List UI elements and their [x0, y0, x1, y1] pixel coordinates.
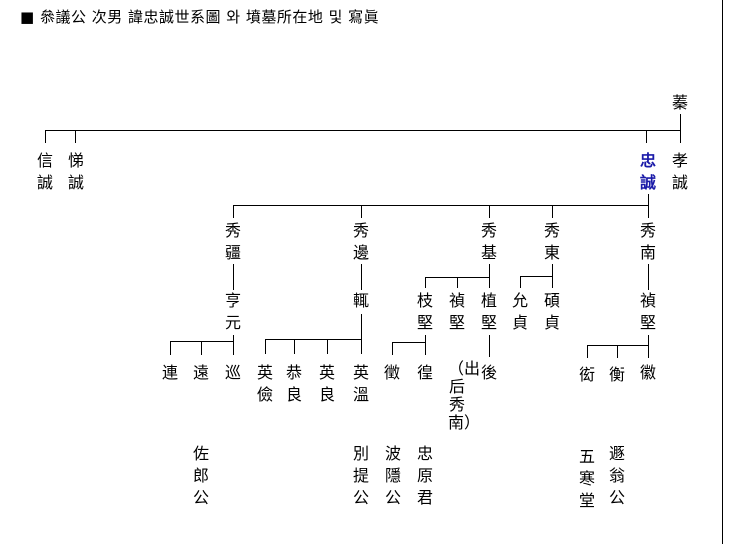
- connector: [170, 341, 171, 355]
- connector: [552, 276, 553, 288]
- person-gen2: 信誠: [36, 151, 53, 192]
- person-gen5: 連: [161, 363, 178, 382]
- person-gen5: 徽: [639, 363, 656, 382]
- connector: [489, 335, 490, 357]
- person-gen4: 輒: [352, 291, 369, 310]
- connector: [552, 264, 553, 277]
- connector: [361, 314, 362, 354]
- person-gen2: 孝誠: [671, 151, 688, 192]
- person-gen4: 枝堅: [416, 291, 433, 332]
- person-gen3: 秀疆: [224, 221, 241, 262]
- connector: [233, 264, 234, 290]
- connector: [489, 277, 490, 288]
- person-gen5: 徵: [383, 363, 400, 382]
- connector: [392, 342, 393, 355]
- connector: [75, 130, 76, 143]
- honorific-title: 忠原君: [416, 444, 433, 507]
- connector: [648, 194, 649, 206]
- connector: [680, 114, 681, 131]
- connector: [520, 276, 521, 288]
- person-gen3: 秀東: [543, 221, 560, 262]
- honorific-title: 別提公: [352, 444, 369, 507]
- connector: [648, 205, 649, 218]
- connector: [425, 277, 426, 288]
- connector: [294, 339, 295, 354]
- person-gen3: 秀邊: [352, 221, 369, 262]
- connector: [45, 130, 681, 131]
- connector: [680, 130, 681, 143]
- honorific-title: 波隱公: [384, 444, 401, 507]
- connector: [587, 345, 649, 346]
- person-gen3: 秀基: [480, 221, 497, 262]
- person-gen4: 允貞: [511, 291, 528, 332]
- connector: [233, 335, 234, 355]
- person-gen2: 悌誠: [67, 151, 84, 192]
- connector: [361, 205, 362, 218]
- connector: [233, 205, 649, 206]
- connector: [489, 264, 490, 278]
- person-gen4: 禎堅: [639, 291, 656, 332]
- connector: [265, 339, 266, 354]
- connector: [361, 264, 362, 290]
- connector: [45, 130, 46, 143]
- honorific-title: 遯翁公: [608, 444, 625, 507]
- person-gen3: 秀南: [639, 221, 656, 262]
- person-gen4: 禎堅: [448, 291, 465, 332]
- person-gen5: 遠: [192, 363, 209, 382]
- connector: [552, 205, 553, 218]
- person-gen5: 英溫: [352, 363, 369, 404]
- connector: [646, 130, 647, 143]
- person-gen4: 亨元: [224, 291, 241, 332]
- person-gen5: 衡: [608, 365, 625, 384]
- connector: [648, 335, 649, 358]
- page-title: ■ 叅議公 次男 諱忠誠世系圖 와 墳墓所在地 및 寫眞: [20, 8, 380, 26]
- connector: [170, 341, 234, 342]
- person-gen5: 英良: [318, 363, 335, 404]
- connector: [587, 345, 588, 358]
- person-gen5: 後: [480, 363, 497, 382]
- connector: [392, 342, 426, 343]
- person-gen5: 恭良: [285, 363, 302, 404]
- person-root: 蓁: [671, 93, 688, 112]
- honorific-title: 佐郎公: [192, 444, 209, 507]
- connector: [327, 339, 328, 354]
- connector: [457, 277, 458, 288]
- person-gen4: 植堅: [480, 291, 497, 332]
- connector: [648, 264, 649, 290]
- connector: [233, 205, 234, 218]
- person-gen5: 衒: [578, 365, 595, 384]
- adoption-note: （出后秀南）: [448, 359, 481, 432]
- person-gen5: 徨: [416, 363, 433, 382]
- person-gen2-highlighted: 忠誠: [639, 151, 656, 192]
- connector: [489, 205, 490, 218]
- connector: [617, 345, 618, 358]
- person-gen5: 巡: [224, 363, 241, 382]
- honorific-title: 五寒堂: [578, 447, 595, 510]
- right-border: [722, 0, 723, 544]
- connector: [265, 339, 362, 340]
- person-gen4: 碩貞: [543, 291, 560, 332]
- connector: [520, 276, 553, 277]
- person-gen5: 英儉: [256, 363, 273, 404]
- connector: [425, 335, 426, 355]
- connector: [201, 341, 202, 355]
